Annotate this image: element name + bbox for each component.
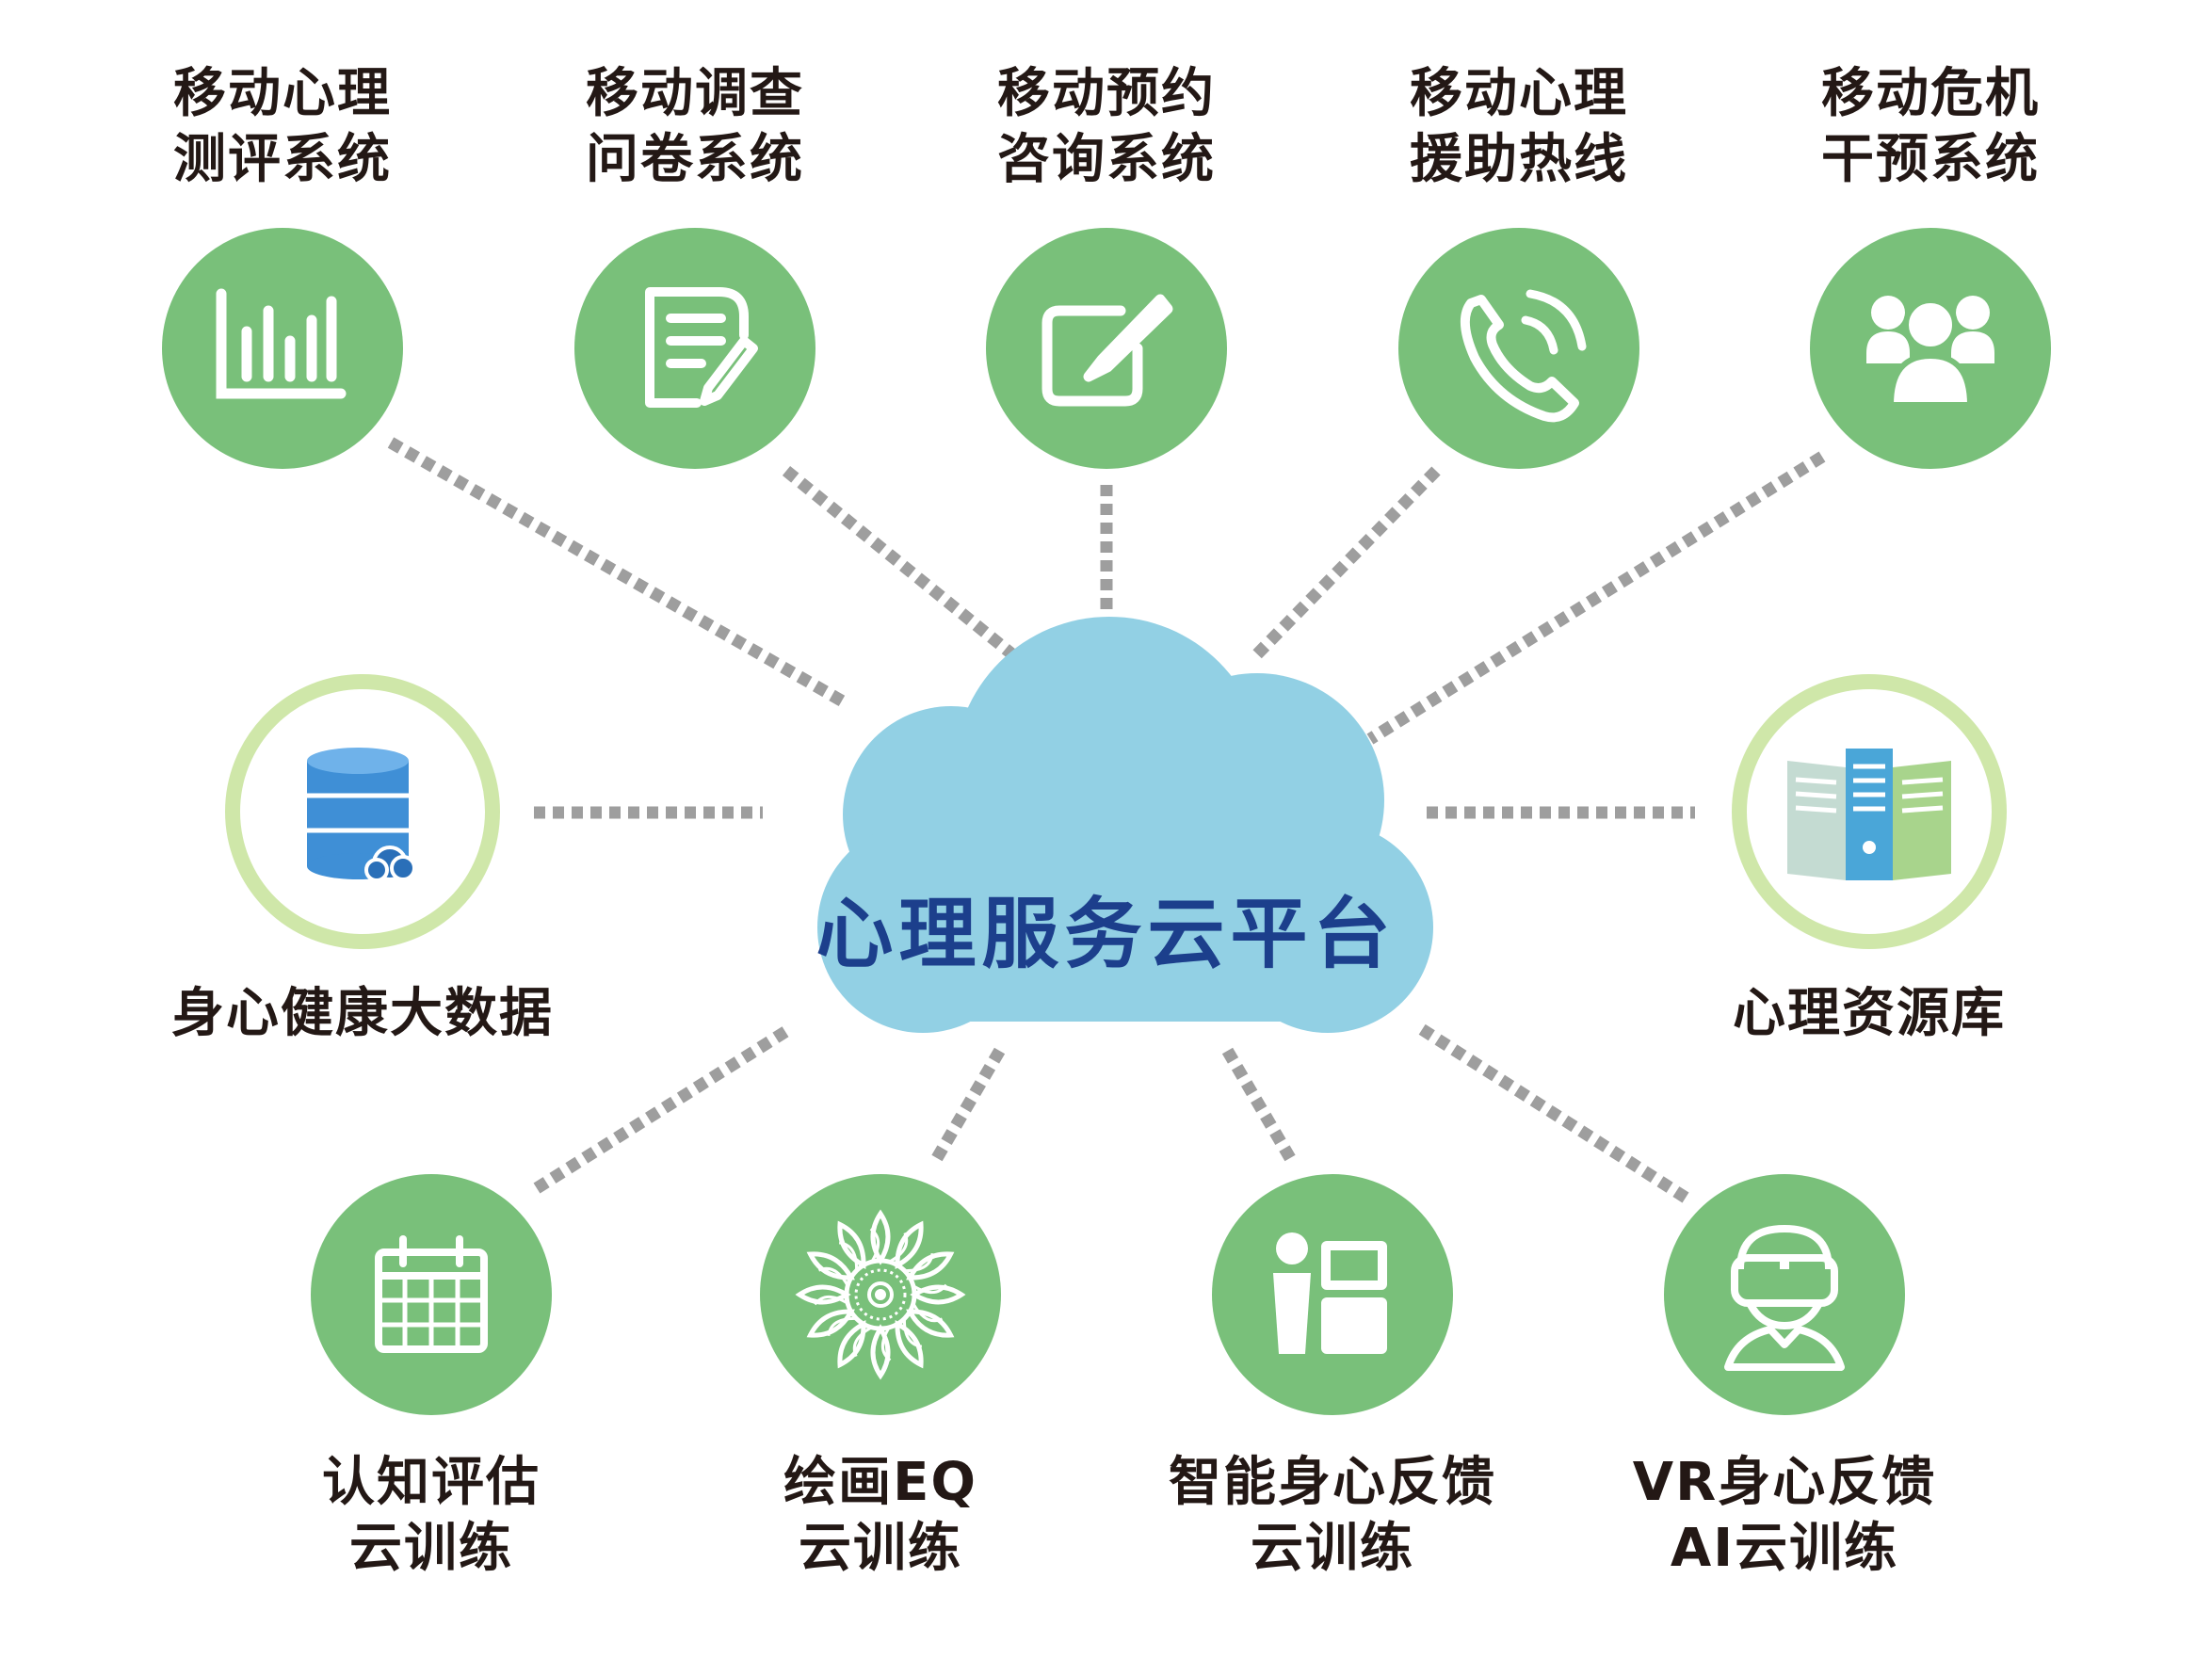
label-hotline-line1: 移动心理 <box>1410 63 1628 124</box>
label-crisis-line1: 移动危机 <box>1821 63 2040 124</box>
label-resources-line1: 心理资源库 <box>1733 983 2006 1044</box>
server-rack-icon <box>1787 749 1951 880</box>
node-crisis <box>1810 228 2051 469</box>
connector-drawing <box>931 1041 1009 1162</box>
label-vr-line1: VR身心反馈 <box>1632 1452 1937 1513</box>
flower-mandala-icon <box>795 1209 966 1380</box>
node-bigdata <box>225 674 500 949</box>
connector-cognitive <box>533 1023 795 1194</box>
label-survey-line2: 问卷系统 <box>586 129 804 190</box>
vr-headset-icon <box>1724 1225 1845 1371</box>
label-appointment-line2: 咨询系统 <box>997 129 1216 190</box>
label-assessment: 移动心理 测评系统 <box>170 61 396 193</box>
connector-crisis <box>1366 451 1826 745</box>
label-survey-line1: 移动调查 <box>586 63 804 124</box>
label-resources: 心理资源库 <box>1700 981 2039 1047</box>
label-cognitive: 认知评估 云训练 <box>299 1450 563 1582</box>
label-hotline: 移动心理 援助热线 <box>1406 61 1632 193</box>
connector-hotline <box>1248 466 1441 664</box>
connector-biofeedback <box>1219 1041 1296 1162</box>
connector-survey <box>782 465 1017 660</box>
label-cognitive-line1: 认知评估 <box>322 1452 541 1513</box>
label-assessment-line1: 移动心理 <box>173 63 392 124</box>
label-crisis-line2: 干预系统 <box>1821 129 2040 190</box>
node-biofeedback <box>1212 1174 1453 1415</box>
platform-title: 心理服务云平台 <box>815 890 1397 979</box>
label-biofeedback: 智能身心反馈 云训练 <box>1144 1450 1521 1582</box>
label-vr: VR身心反馈 AI云训练 <box>1615 1450 1954 1582</box>
node-hotline <box>1398 228 1639 469</box>
connector-vr <box>1413 1021 1689 1203</box>
node-drawing <box>760 1174 1001 1415</box>
label-biofeedback-line2: 云训练 <box>1251 1518 1414 1579</box>
cloud-platform <box>817 617 1433 1033</box>
node-vr <box>1664 1174 1905 1415</box>
label-drawing-line2: 云训练 <box>799 1518 962 1579</box>
node-survey <box>574 228 815 469</box>
bar-chart-icon <box>216 288 347 399</box>
node-resources <box>1732 674 2007 949</box>
form-edit-icon <box>645 287 758 408</box>
label-cognitive-line2: 云训练 <box>349 1518 513 1579</box>
node-cognitive <box>311 1174 552 1415</box>
calendar-icon <box>375 1235 488 1353</box>
label-drawing: 绘画EQ 云训练 <box>749 1450 1012 1582</box>
label-vr-line2: AI云训练 <box>1670 1518 1899 1579</box>
phone-call-icon <box>1461 289 1587 423</box>
label-crisis: 移动危机 干预系统 <box>1817 61 2043 193</box>
label-bigdata-line1: 身心健康大数据 <box>171 983 554 1044</box>
label-drawing-line1: 绘画EQ <box>783 1452 977 1513</box>
person-monitor-icon <box>1273 1232 1387 1354</box>
connector-assessment <box>387 437 847 707</box>
node-appointment <box>986 228 1227 469</box>
pencil-square-icon <box>1041 294 1173 407</box>
users-group-icon <box>1866 296 1994 408</box>
database-cloud-icon <box>307 748 416 882</box>
label-bigdata: 身心健康大数据 <box>155 981 570 1047</box>
label-assessment-line2: 测评系统 <box>173 129 392 190</box>
connector-lines <box>387 437 1826 1203</box>
label-hotline-line2: 援助热线 <box>1410 129 1628 190</box>
label-appointment: 移动预约 咨询系统 <box>993 61 1219 193</box>
label-survey: 移动调查 问卷系统 <box>582 61 808 193</box>
label-appointment-line1: 移动预约 <box>997 63 1216 124</box>
label-biofeedback-line1: 智能身心反馈 <box>1169 1452 1496 1513</box>
node-assessment <box>162 228 403 469</box>
